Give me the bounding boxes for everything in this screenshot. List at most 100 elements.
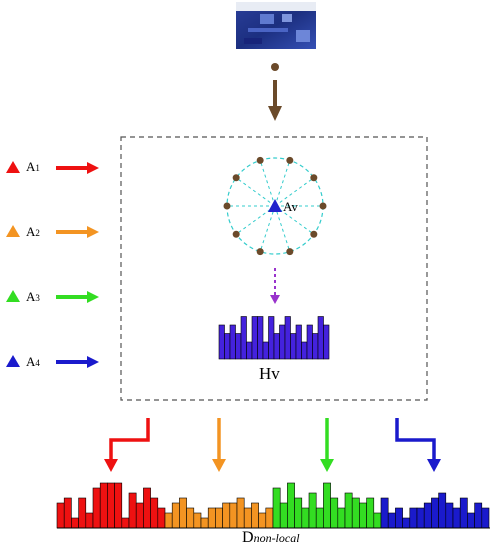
- hv-bar: [295, 324, 302, 360]
- neighbor-point: [310, 230, 318, 238]
- hv-bar: [218, 324, 225, 360]
- descriptor-bar: [99, 482, 108, 529]
- descriptor-bar: [85, 512, 94, 529]
- descriptor-bar: [179, 497, 187, 529]
- descriptor-bar: [272, 487, 281, 529]
- descriptor-bar: [193, 512, 202, 529]
- descriptor-bar: [143, 487, 151, 529]
- descriptor-bar: [56, 502, 65, 529]
- neighbor-point: [310, 174, 318, 182]
- anchor-arrow-shaft: [56, 230, 88, 234]
- descriptor-label: Dnon-local: [242, 529, 300, 546]
- descriptor-bar: [423, 502, 432, 529]
- descriptor-bar: [452, 507, 461, 529]
- red-bent-arrow: [104, 418, 150, 472]
- neighbor-spoke: [274, 177, 315, 207]
- descriptor-bar: [150, 497, 159, 529]
- neighbor-point: [232, 174, 240, 182]
- descriptor-bar: [279, 502, 288, 529]
- hv-bar: [229, 324, 236, 360]
- descriptor-bar: [107, 482, 115, 529]
- hv-bar: [301, 341, 308, 360]
- hv-bar: [284, 316, 291, 360]
- anchor-arrow-shaft: [56, 295, 88, 299]
- anchor-triangle-icon: [6, 161, 20, 173]
- hv-bar: [273, 333, 280, 360]
- anchor-label-4: A4: [26, 354, 40, 369]
- descriptor-bar: [114, 482, 123, 529]
- hv-bar: [235, 333, 242, 360]
- anchor-label-2: A2: [26, 224, 40, 239]
- neighbor-point: [286, 156, 294, 164]
- hv-bar: [312, 333, 319, 360]
- anchor-arrow-head: [87, 226, 99, 238]
- descriptor-bar: [416, 507, 425, 529]
- descriptor-bar: [164, 512, 173, 529]
- descriptor-bar: [330, 497, 339, 529]
- descriptor-bar: [171, 502, 180, 529]
- anchor-arrow-head: [87, 162, 99, 174]
- descriptor-bar: [135, 502, 144, 529]
- descriptor-bar: [215, 507, 223, 529]
- descriptor-bar: [200, 517, 209, 529]
- center-label: Av: [283, 199, 298, 214]
- green-down-arrow: [320, 418, 334, 472]
- descriptor-bar: [387, 512, 396, 529]
- anchor-arrow-shaft: [56, 166, 88, 170]
- descriptor-bar: [207, 507, 216, 529]
- hv-bar: [262, 341, 269, 360]
- hv-bar: [290, 333, 297, 360]
- hv-bar: [317, 316, 324, 360]
- descriptor-bar: [71, 517, 79, 529]
- hv-bar: [279, 324, 286, 360]
- descriptor-bar: [395, 507, 403, 529]
- descriptor-bar: [222, 502, 231, 529]
- descriptor-bar: [323, 482, 331, 529]
- descriptor-bar: [243, 507, 252, 529]
- hv-bar: [306, 324, 313, 360]
- descriptor-bar: [467, 512, 475, 529]
- anchor-arrow-shaft: [56, 360, 88, 364]
- hv-bar: [240, 316, 247, 360]
- hv-bar: [224, 333, 231, 360]
- descriptor-bar: [287, 482, 295, 529]
- descriptor-bar: [236, 497, 245, 529]
- descriptor-bar: [301, 507, 310, 529]
- descriptor-bar: [294, 497, 303, 529]
- descriptor-bar: [474, 502, 483, 529]
- neighbor-spoke: [259, 205, 276, 252]
- descriptor-bar: [380, 497, 389, 529]
- descriptor-bar: [63, 497, 72, 529]
- hv-bar: [257, 316, 264, 360]
- descriptor-bar: [92, 487, 101, 529]
- neighbor-point: [256, 248, 264, 256]
- neighbor-point: [256, 156, 264, 164]
- anchor-arrow-head: [87, 291, 99, 303]
- anchor-triangle-icon: [6, 225, 20, 237]
- descriptor-bar: [366, 497, 375, 529]
- anchor-arrow-head: [87, 356, 99, 368]
- descriptor-bar: [481, 507, 490, 529]
- descriptor-bar: [78, 497, 87, 529]
- blue-bent-arrow: [395, 418, 441, 472]
- hv-bar: [246, 341, 253, 360]
- descriptor-bar: [373, 512, 382, 529]
- neighbor-point: [223, 202, 231, 210]
- anchor-arrows: [6, 161, 99, 368]
- anchor-label-1: A1: [26, 159, 40, 174]
- descriptor-bar: [265, 507, 274, 529]
- sample-point-dot: [271, 63, 279, 71]
- dashed-down-arrow: [270, 268, 280, 304]
- neighbor-spoke: [274, 205, 291, 252]
- descriptor-bar: [359, 502, 367, 529]
- descriptor-bar: [315, 507, 324, 529]
- descriptor-bar: [459, 497, 468, 529]
- orange-down-arrow: [212, 418, 226, 472]
- neighbor-spoke: [274, 205, 315, 235]
- descriptor-bar: [409, 507, 418, 529]
- descriptor-bar: [431, 497, 439, 529]
- descriptor-bar: [157, 507, 166, 529]
- input-image-thumbnail: [236, 2, 316, 49]
- descriptor-bar: [337, 507, 346, 529]
- descriptor-bar: [121, 517, 130, 529]
